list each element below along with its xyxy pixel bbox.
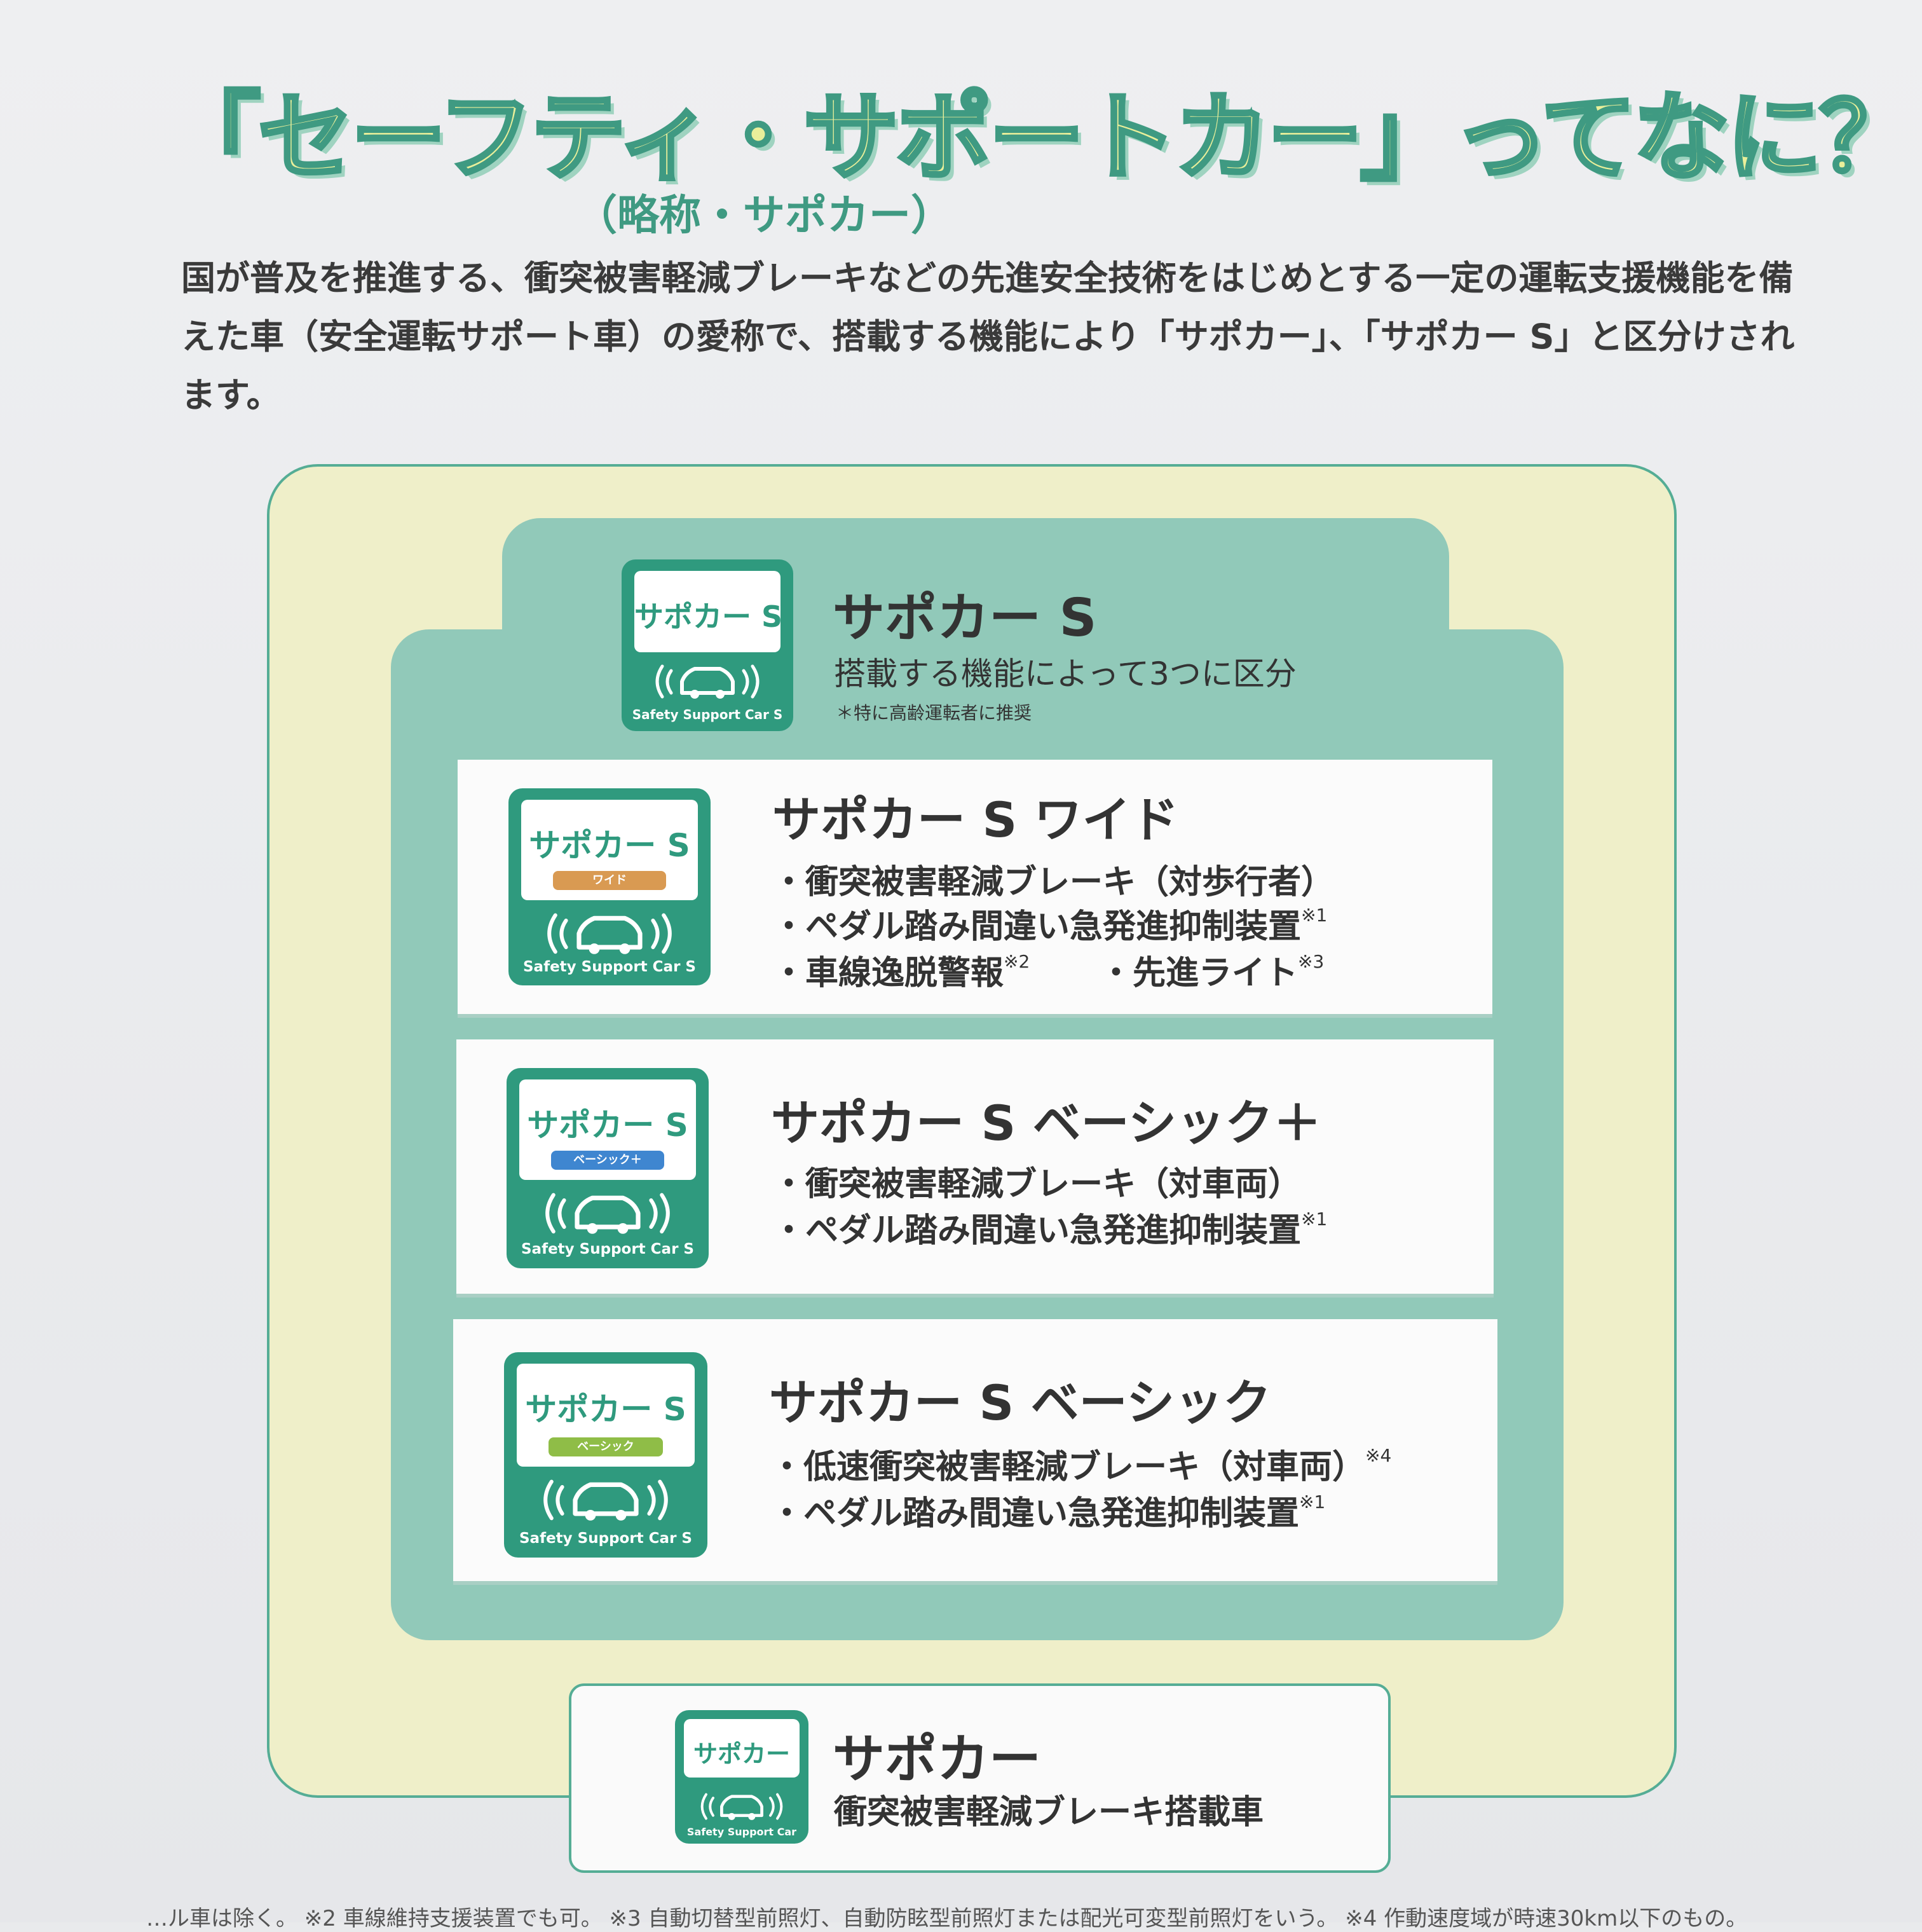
sapocar-s-note: ＊特に高齢運転者に推奨 — [836, 702, 1032, 723]
car-icon — [655, 664, 760, 699]
logo-footer: Safety Support Car S — [522, 959, 696, 975]
sapocar-s-basic-logo: サポカー S ベーシック Safety Support Car S — [504, 1352, 707, 1558]
sapocar-s-desc: 搭載する機能によって3つに区分 — [834, 655, 1297, 692]
logo-text: サポカー S — [634, 599, 783, 634]
sapocar-s-logo: サポカー S Safety Support Car S — [622, 559, 793, 731]
feature-line: ・低速衝突被害軽減ブレーキ（対車両）※4 — [770, 1440, 1391, 1488]
logo-band: ベーシック — [549, 1437, 663, 1456]
sapocar-s-wide-logo: サポカー S ワイド Safety Support Car S — [508, 788, 711, 985]
feature-text: ・ペダル踏み間違い急発進抑制装置 — [772, 1212, 1302, 1250]
footnote-mark: ※1 — [1299, 1491, 1326, 1512]
logo-band: ベーシック＋ — [551, 1151, 664, 1170]
logo-footer: Safety Support Car — [686, 1826, 797, 1838]
feature-text: ・衝突被害軽減ブレーキ（対歩行者） — [772, 863, 1335, 901]
footnote-mark: ※4 — [1365, 1445, 1392, 1466]
sapocar-title: サポカー — [833, 1729, 1042, 1790]
page-title: 「セーフティ・サポートカー」ってなに？ — [163, 81, 1917, 195]
sapocar-desc: 衝突被害軽減ブレーキ搭載車 — [834, 1793, 1264, 1832]
logo-footer: Safety Support Car S — [632, 707, 783, 722]
logo-footer: Safety Support Car S — [519, 1530, 692, 1547]
footnote-mark: ※2 — [1004, 951, 1030, 972]
logo-text: サポカー S — [529, 827, 690, 864]
tier-title-basic-plus: サポカー S ベーシック＋ — [771, 1095, 1322, 1151]
sapocar-s-title: サポカー S — [833, 588, 1097, 648]
feature-line: ・ペダル踏み間違い急発進抑制装置※1 — [772, 900, 1327, 947]
feature-text: ・車線逸脱警報 — [772, 954, 1004, 992]
feature-text: ・先進ライト — [1100, 954, 1298, 992]
footnotes: …ル車は除く。 ※2 車線維持支援装置でも可。 ※3 自動切替型前照灯、自動防眩… — [146, 1906, 1748, 1931]
tier-title-wide: サポカー S ワイド — [772, 791, 1179, 848]
feature-text: ・ペダル踏み間違い急発進抑制装置 — [770, 1495, 1300, 1533]
logo-text: サポカー S — [527, 1107, 688, 1144]
feature-text: ・低速衝突被害軽減ブレーキ（対車両） — [770, 1448, 1366, 1486]
footnote-mark: ※1 — [1301, 1209, 1328, 1230]
tier-title-basic: サポカー S ベーシック — [769, 1374, 1272, 1431]
feature-text: ・衝突被害軽減ブレーキ（対車両） — [772, 1165, 1302, 1203]
car-icon — [543, 1479, 668, 1521]
feature-line: ・衝突被害軽減ブレーキ（対車両） — [772, 1157, 1301, 1205]
logo-band: ワイド — [553, 871, 666, 890]
feature-line: ・ペダル踏み間違い急発進抑制装置※1 — [770, 1486, 1325, 1534]
feature-text: ・ペダル踏み間違い急発進抑制装置 — [772, 908, 1302, 946]
sapocar-s-basic-plus-logo: サポカー S ベーシック＋ Safety Support Car S — [507, 1068, 709, 1268]
intro-paragraph: 国が普及を推進する、衝突被害軽減ブレーキなどの先進安全技術をはじめとする一定の運… — [181, 258, 1795, 415]
footnote-mark: ※1 — [1301, 905, 1328, 926]
logo-footer: Safety Support Car S — [521, 1241, 694, 1257]
car-icon — [547, 913, 672, 954]
logo-text: サポカー S — [525, 1391, 686, 1428]
car-icon — [700, 1793, 783, 1820]
page-subtitle: （略称・サポカー） — [575, 191, 953, 240]
feature-line: ・先進ライト※3 — [1100, 946, 1324, 994]
sapocar-logo: サポカー Safety Support Car — [675, 1710, 808, 1844]
footnote-mark: ※3 — [1298, 951, 1325, 972]
feature-line: ・ペダル踏み間違い急発進抑制装置※1 — [772, 1203, 1327, 1251]
logo-text: サポカー — [693, 1740, 790, 1768]
feature-line: ・衝突被害軽減ブレーキ（対歩行者） — [772, 855, 1334, 903]
feature-line: ・車線逸脱警報※2 — [772, 946, 1030, 994]
car-icon — [545, 1193, 670, 1234]
